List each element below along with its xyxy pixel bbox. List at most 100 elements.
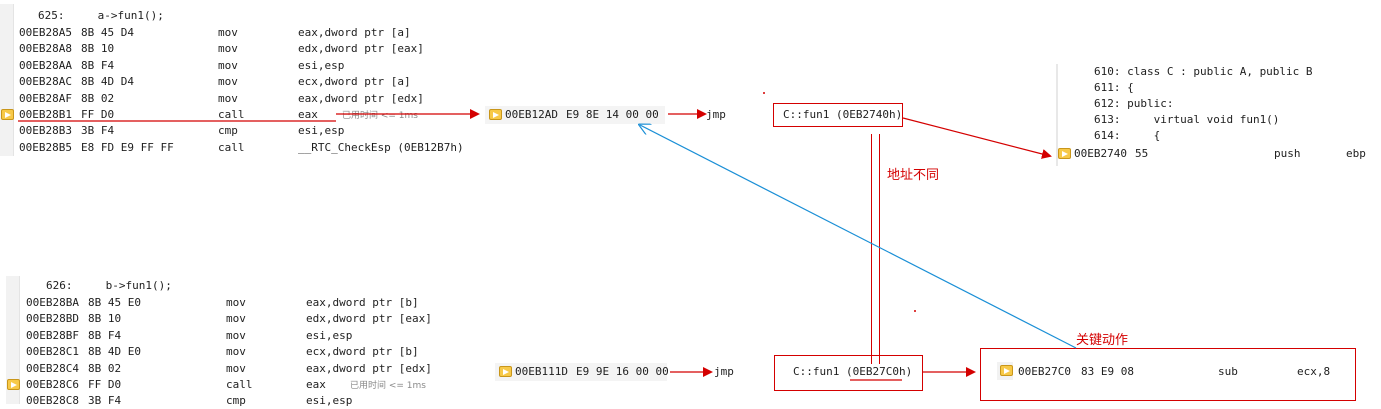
row-addr: 00EB28A5 xyxy=(19,26,72,39)
disasm-row[interactable]: 00EB28C6 FF D0 call eax 已用时间 <= 1ms xyxy=(6,377,476,393)
panel-d-bytes: 83 E9 08 xyxy=(1081,365,1134,378)
elapsed-time-tip: 已用时间 <= 1ms xyxy=(342,111,418,121)
row-addr: 00EB28BF xyxy=(26,328,79,342)
row-bytes: 8B 4D D4 xyxy=(81,75,134,89)
elapsed-time-tip: 已用时间 <= 1ms xyxy=(350,381,426,391)
row-args: eax,dword ptr [b] xyxy=(306,296,419,309)
row-args: eax,dword ptr [edx] xyxy=(306,361,432,375)
row-op: mov xyxy=(218,42,238,56)
row-addr: 00EB28C8 xyxy=(26,394,79,408)
row-bytes: 8B 4D E0 xyxy=(88,345,141,359)
disasm-panel-d: 00EB27C0 83 E9 08 sub ecx,8 xyxy=(997,362,1351,380)
row-args: eax,dword ptr [a] xyxy=(298,26,411,39)
panel-d-op: sub xyxy=(1218,365,1238,378)
row-bytes: FF D0 xyxy=(88,378,122,391)
panel-c-source-2: 612: public: xyxy=(1094,97,1174,110)
row-bytes: 3B F4 xyxy=(81,124,115,138)
row-args: edx,dword ptr [eax] xyxy=(306,312,432,326)
row-addr: 00EB28AC xyxy=(19,75,72,89)
stray-mark xyxy=(914,310,916,312)
arrow-target-a-to-c xyxy=(902,117,1052,159)
address-diff-box xyxy=(871,134,880,364)
row-op: mov xyxy=(218,26,238,39)
thunk-a-target: C::fun1 (0EB2740h) xyxy=(783,108,903,121)
disasm-row[interactable]: 00EB28AC 8B 4D D4 mov ecx,dword ptr [a] xyxy=(0,74,470,90)
row-op: mov xyxy=(218,58,238,72)
row-addr: 00EB28C1 xyxy=(26,345,79,359)
row-args: esi,esp xyxy=(298,58,345,72)
address-differs-label: 地址不同 xyxy=(887,168,940,183)
panel-c-gutter xyxy=(1056,64,1058,166)
panel-c-bytes: 55 xyxy=(1135,147,1149,160)
thunk-a: 00EB12AD E9 8E 14 00 00 xyxy=(485,106,665,124)
row-addr: 00EB28B1 xyxy=(19,108,72,121)
panel-b-gutter xyxy=(6,276,20,404)
current-instruction-arrow-icon xyxy=(1000,365,1013,376)
row-addr: 00EB28A8 xyxy=(19,42,72,56)
row-args: esi,esp xyxy=(306,328,353,342)
row-args: eax xyxy=(306,378,326,391)
thunk-b: 00EB111D E9 9E 16 00 00 xyxy=(495,363,669,381)
panel-d-args: ecx,8 xyxy=(1297,365,1331,378)
row-op: mov xyxy=(218,75,238,89)
row-op: cmp xyxy=(226,394,246,408)
row-addr: 00EB28BD xyxy=(26,312,79,326)
disasm-row[interactable]: 00EB28C1 8B 4D E0 mov ecx,dword ptr [b] xyxy=(6,344,476,360)
row-addr: 00EB28B3 xyxy=(19,124,72,138)
panel-d-box xyxy=(980,348,1356,401)
disasm-row[interactable]: 00EB28BA 8B 45 E0 mov eax,dword ptr [b] xyxy=(6,295,476,311)
thunk-b-target: C::fun1 (0EB27C0h) xyxy=(793,365,913,378)
row-op: call xyxy=(226,378,253,391)
panel-a-source-line: 625: a->fun1(); xyxy=(38,9,164,22)
panel-c-source-4: 614: { xyxy=(1094,129,1161,142)
row-addr: 00EB28BA xyxy=(26,296,79,309)
arrow-key-action-return xyxy=(640,125,1077,349)
row-bytes: 3B F4 xyxy=(88,394,122,408)
stray-mark xyxy=(763,92,765,94)
row-args: esi,esp xyxy=(298,124,345,138)
row-bytes: 8B 02 xyxy=(88,361,122,375)
panel-c-op: push xyxy=(1274,147,1301,160)
row-bytes: 8B 45 E0 xyxy=(88,296,141,309)
row-op: call xyxy=(218,140,245,154)
thunk-b-addr[interactable]: 00EB111D xyxy=(515,365,568,378)
thunk-b-target-box xyxy=(774,355,923,391)
current-instruction-arrow-icon xyxy=(1,109,14,120)
thunk-a-addr[interactable]: 00EB12AD xyxy=(505,108,558,121)
row-args: __RTC_CheckEsp (0EB12B7h) xyxy=(298,140,464,154)
row-op: mov xyxy=(218,91,238,105)
row-bytes: 8B 10 xyxy=(81,42,115,56)
row-args: ecx,dword ptr [b] xyxy=(306,345,419,359)
row-addr: 00EB28C6 xyxy=(26,378,79,391)
current-instruction-arrow-icon xyxy=(489,109,502,120)
row-op: call xyxy=(218,108,245,121)
current-instruction-arrow-icon xyxy=(499,366,512,377)
panel-b-source-line: 626: b->fun1(); xyxy=(46,279,172,292)
current-instruction-arrow-icon xyxy=(1058,148,1071,159)
row-args: ecx,dword ptr [a] xyxy=(298,75,411,89)
row-bytes: 8B 02 xyxy=(81,91,115,105)
thunk-b-bytes: E9 9E 16 00 00 xyxy=(576,365,669,378)
row-op: mov xyxy=(226,296,246,309)
row-op: mov xyxy=(226,345,246,359)
row-op: mov xyxy=(226,328,246,342)
row-addr: 00EB28AA xyxy=(19,58,72,72)
panel-d-addr[interactable]: 00EB27C0 xyxy=(1018,365,1071,378)
thunk-a-op: jmp xyxy=(706,108,726,121)
current-instruction-arrow-icon xyxy=(7,379,20,390)
panel-c-source-1: 611: { xyxy=(1094,81,1134,94)
panel-c-addr[interactable]: 00EB2740 xyxy=(1074,147,1127,160)
thunk-b-op: jmp xyxy=(714,365,734,378)
disasm-panel-b: 626: b->fun1(); 00EB28BA 8B 45 E0 mov eax,d… xyxy=(6,276,478,407)
